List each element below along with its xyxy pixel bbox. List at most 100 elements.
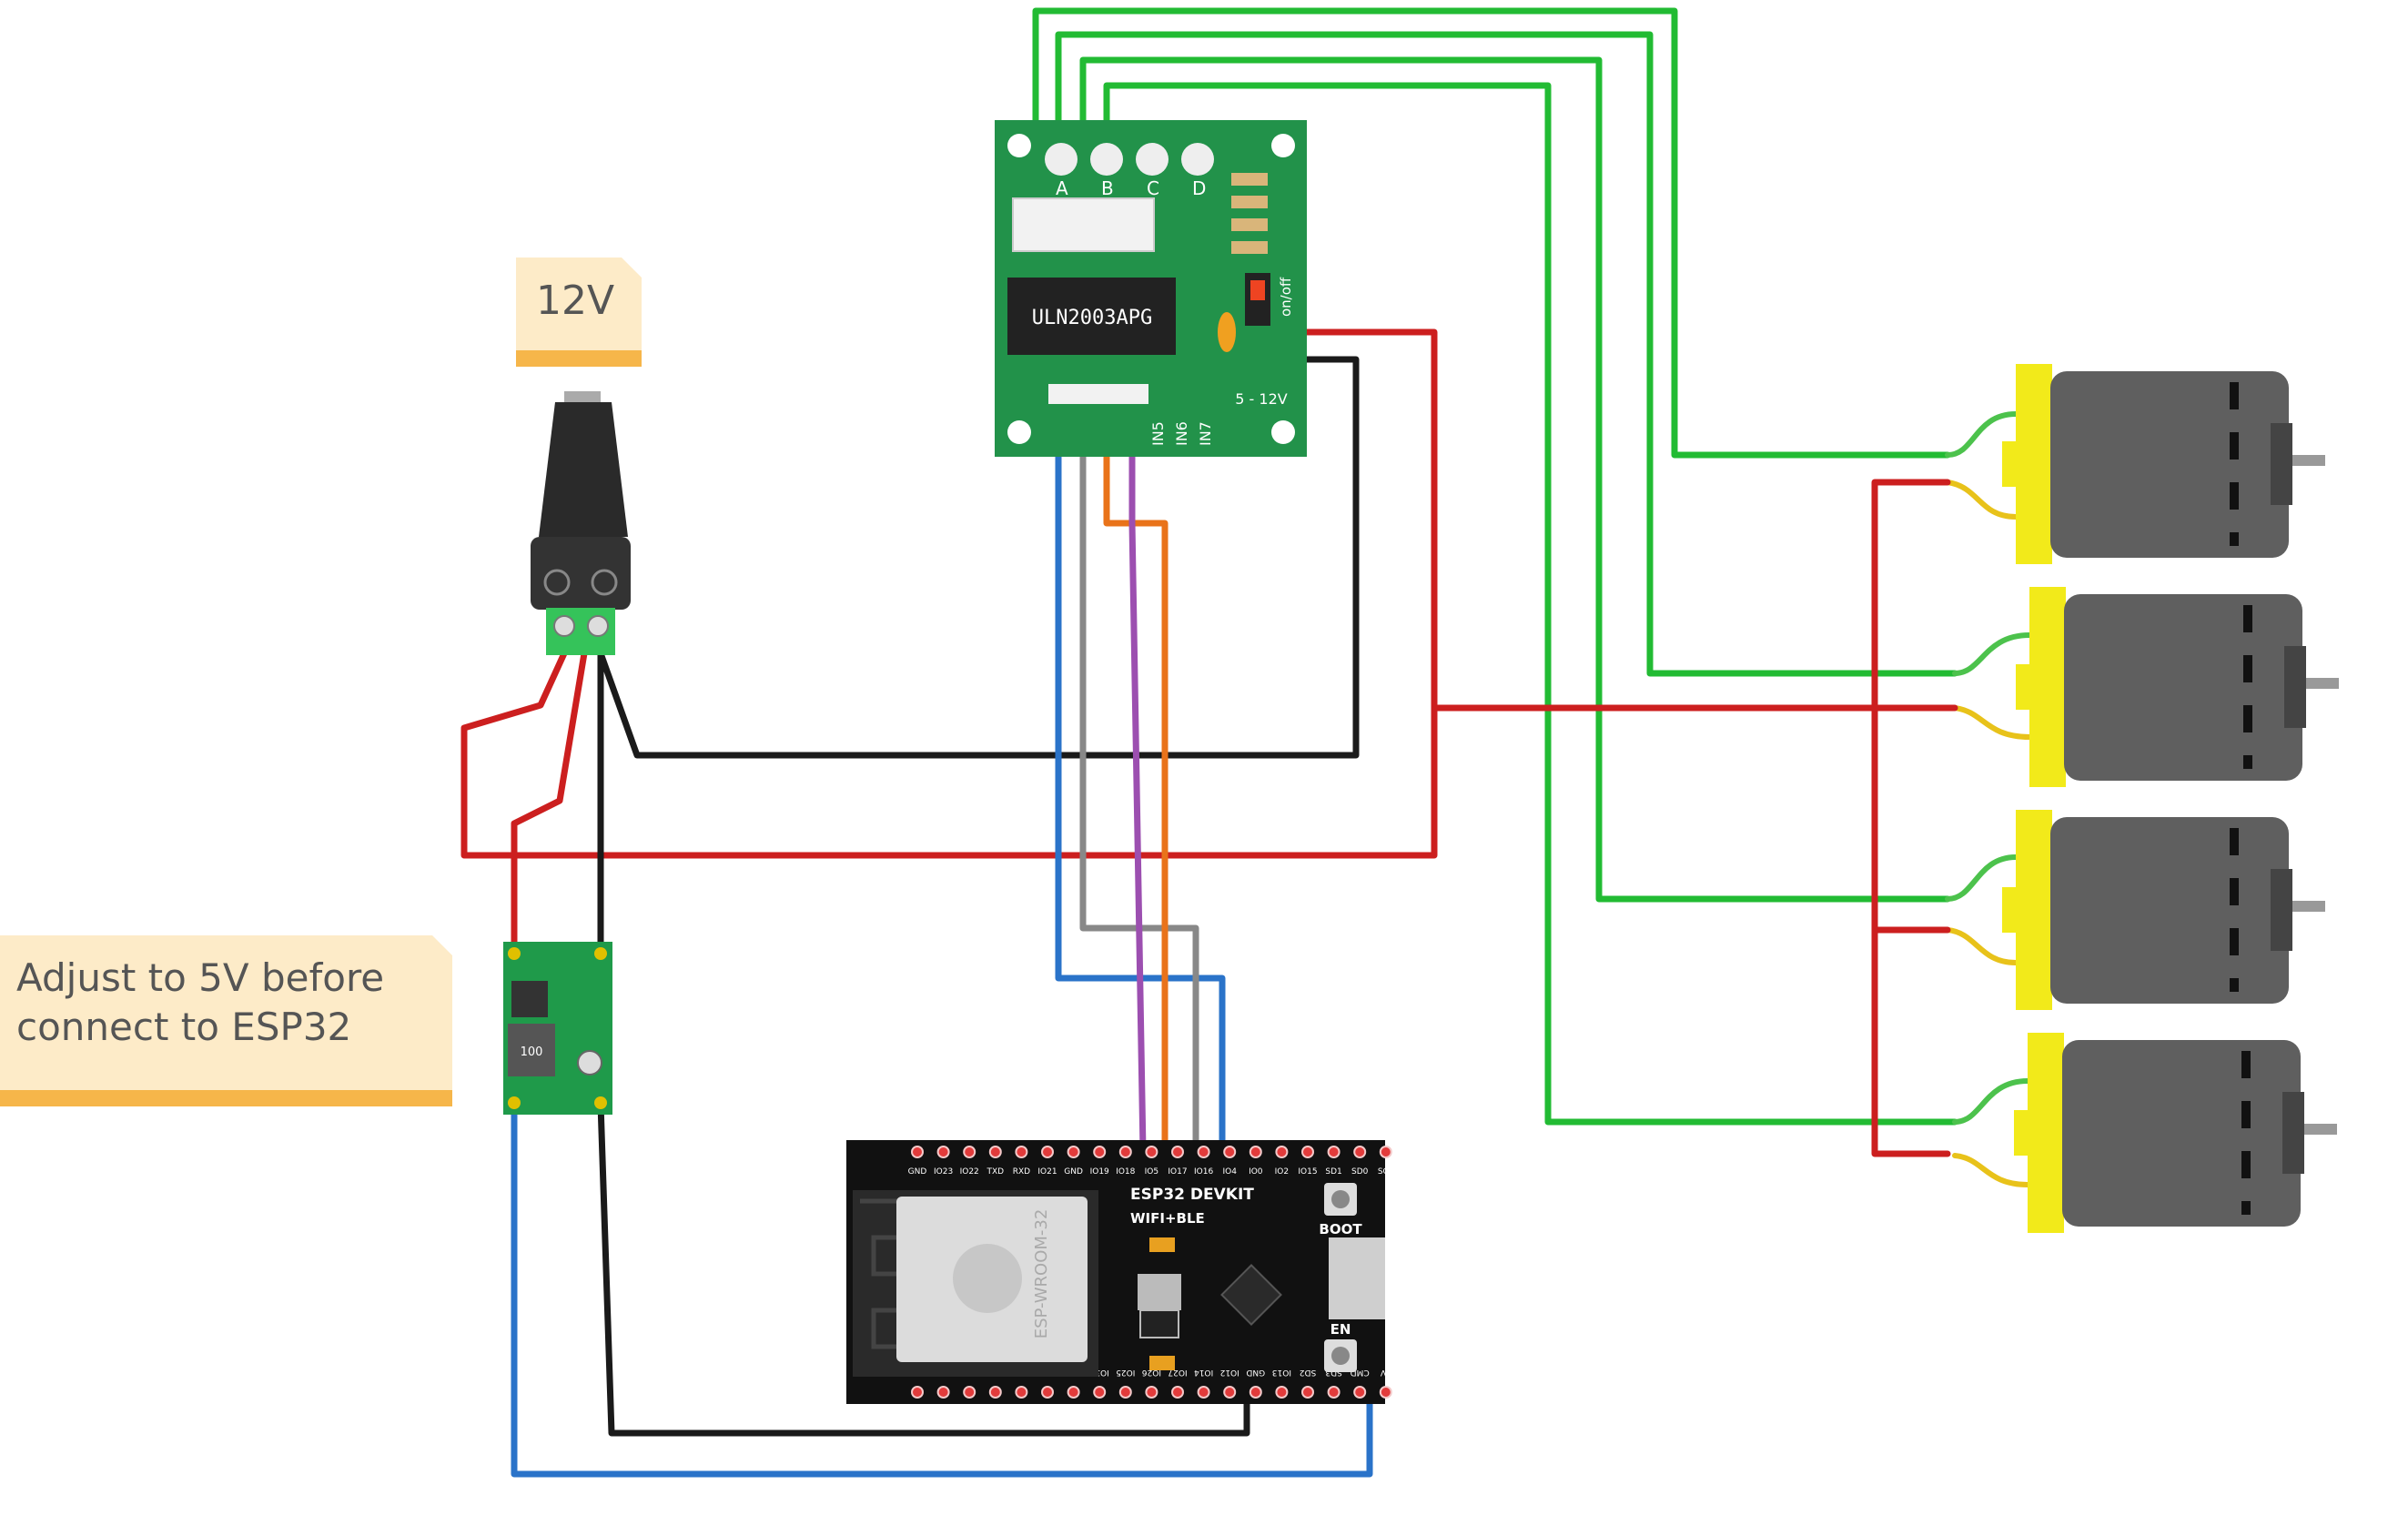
esp32-pin-hole [1015, 1146, 1028, 1158]
black-wire-esp-gnd [597, 1100, 1250, 1437]
esp32-pin-hole [1275, 1146, 1289, 1158]
esp32-pin-label-io21: IO21 [1037, 1167, 1057, 1177]
led-label-a: A [1056, 177, 1068, 199]
uln2003-driver-board: A B C D ULN2003APG on/off 5 - 12V IN5 IN… [995, 120, 1307, 457]
esp32-pin-label-io16: IO16 [1194, 1167, 1213, 1177]
red-wire-12v-supply [460, 328, 1438, 859]
esp32-pin-label-io19: IO19 [1090, 1167, 1109, 1177]
esp32-pin-label-io5: IO5 [1145, 1167, 1158, 1177]
purple-wire-in4 [1128, 389, 1147, 1155]
led-label-b: B [1101, 177, 1114, 199]
board-title: ESP32 DEVKIT [1130, 1186, 1254, 1204]
green-wire-a [1032, 7, 1951, 459]
motor-icon [2002, 364, 2325, 564]
esp32-pin-hole [1118, 1386, 1132, 1399]
esp32-pin-label-sd2: SD2 [1300, 1368, 1316, 1377]
note-band [516, 350, 642, 367]
green-wire-b [1055, 31, 1958, 677]
esp32-pin-hole [911, 1146, 924, 1158]
motor-connector [1012, 197, 1155, 252]
esp32-pin-label-io15: IO15 [1298, 1167, 1317, 1177]
inductor-label: 100 [521, 1045, 543, 1059]
adjust-voltage-text: Adjust to 5V before connect to ESP32 [16, 954, 444, 1052]
motor1-lead-green [1945, 411, 2018, 458]
esp32-pin-hole [1223, 1146, 1237, 1158]
esp32-pin-hole [1353, 1146, 1367, 1158]
esp32-pin-hole [1301, 1146, 1314, 1158]
esp32-pin-hole [1041, 1146, 1054, 1158]
esp32-pin-hole [1093, 1386, 1107, 1399]
esp32-pin-label-io25: IO25 [1116, 1368, 1135, 1377]
esp32-pin-hole [988, 1386, 1002, 1399]
esp32-pin-hole [1015, 1386, 1028, 1399]
wifi-logo-icon [953, 1244, 1022, 1313]
black-wire-gnd-uln [597, 356, 1360, 759]
esp32-pin-label-rxd: RXD [1013, 1167, 1030, 1177]
esp32-pin-label-io0: IO0 [1249, 1167, 1263, 1177]
esp32-pin-label-io2: IO2 [1275, 1167, 1289, 1177]
dc-barrel-jack-icon [531, 391, 631, 655]
red-wire-group [460, 328, 1958, 1157]
motor3-lead-yellow [1945, 927, 2018, 965]
esp32-pin-hole [1353, 1386, 1367, 1399]
wifi-module: ESP-WROOM-32 [853, 1190, 1098, 1377]
usb-port[interactable] [1329, 1237, 1385, 1319]
board-subtitle: WIFI+BLE [1130, 1210, 1205, 1227]
esp32-pin-hole [1197, 1146, 1210, 1158]
led-label-c: C [1147, 177, 1159, 199]
esp32-pin-hole [988, 1146, 1002, 1158]
esp32-pin-label-io22: IO22 [960, 1167, 979, 1177]
resistor-array [1231, 173, 1268, 254]
motor-icon [2014, 1033, 2337, 1233]
motor3-lead-green [1945, 854, 2018, 902]
esp32-pin-hole [1379, 1386, 1392, 1399]
adjust-text-line2: connect to ESP32 [16, 1005, 352, 1049]
supply-voltage-note: 12V [516, 258, 642, 367]
esp32-pin-label-io23: IO23 [934, 1167, 953, 1177]
switch-label: on/off [1278, 277, 1294, 317]
esp32-pin-hole [1327, 1386, 1341, 1399]
esp32-pin-hole [936, 1146, 950, 1158]
esp32-pin-label-io18: IO18 [1116, 1167, 1135, 1177]
esp32-pin-label-txd: TXD [986, 1167, 1005, 1177]
esp32-pin-hole [1275, 1386, 1289, 1399]
esp32-pin-hole [963, 1386, 976, 1399]
esp32-pin-label-io12: IO12 [1220, 1368, 1239, 1377]
red-wire-buck-in [511, 650, 588, 959]
black-wire-group [597, 356, 1360, 1437]
esp32-pin-label-sck: SCK [1378, 1167, 1395, 1177]
esp32-pin-hole [1327, 1146, 1341, 1158]
motor4-lead-yellow [1952, 1153, 2030, 1187]
esp32-pin-label-sd1: SD1 [1325, 1167, 1341, 1177]
motor-icon [2002, 810, 2325, 1010]
esp32-pin-label-io14: IO14 [1194, 1368, 1213, 1377]
esp32-pin-label-gnd: GND [1064, 1167, 1083, 1177]
en-label: EN [1330, 1321, 1351, 1338]
input-label-in7: IN7 [1197, 421, 1214, 446]
esp32-pin-hole [1249, 1146, 1262, 1158]
esp32-pin-hole [1118, 1146, 1132, 1158]
esp32-pin-hole [1145, 1386, 1158, 1399]
esp32-pin-hole [1197, 1386, 1210, 1399]
esp32-pin-label-sd0: SD0 [1351, 1167, 1369, 1177]
esp32-pin-hole [936, 1386, 950, 1399]
esp32-pin-hole [1223, 1386, 1237, 1399]
esp32-pin-hole [1093, 1146, 1107, 1158]
orange-wire-in3 [1103, 389, 1169, 1155]
esp32-pin-hole [1171, 1386, 1184, 1399]
esp32-pin-label-io26: IO26 [1142, 1368, 1161, 1377]
esp32-pin-hole [1041, 1386, 1054, 1399]
adjust-voltage-note: Adjust to 5V before connect to ESP32 [0, 935, 452, 1106]
esp32-pin-hole [1067, 1146, 1080, 1158]
esp32-pin-hole [1249, 1386, 1262, 1399]
chip-label: ULN2003APG [1032, 307, 1152, 329]
esp32-pin-hole [1067, 1386, 1080, 1399]
led-label-d: D [1192, 177, 1206, 199]
esp32-pin-label-io4: IO4 [1222, 1167, 1237, 1177]
esp32-pin-label-cmd: CMD [1351, 1368, 1370, 1377]
motor2-lead-yellow [1952, 705, 2032, 740]
esp32-pin-label-io27: IO27 [1168, 1368, 1187, 1377]
green-wire-c [1079, 56, 1951, 903]
